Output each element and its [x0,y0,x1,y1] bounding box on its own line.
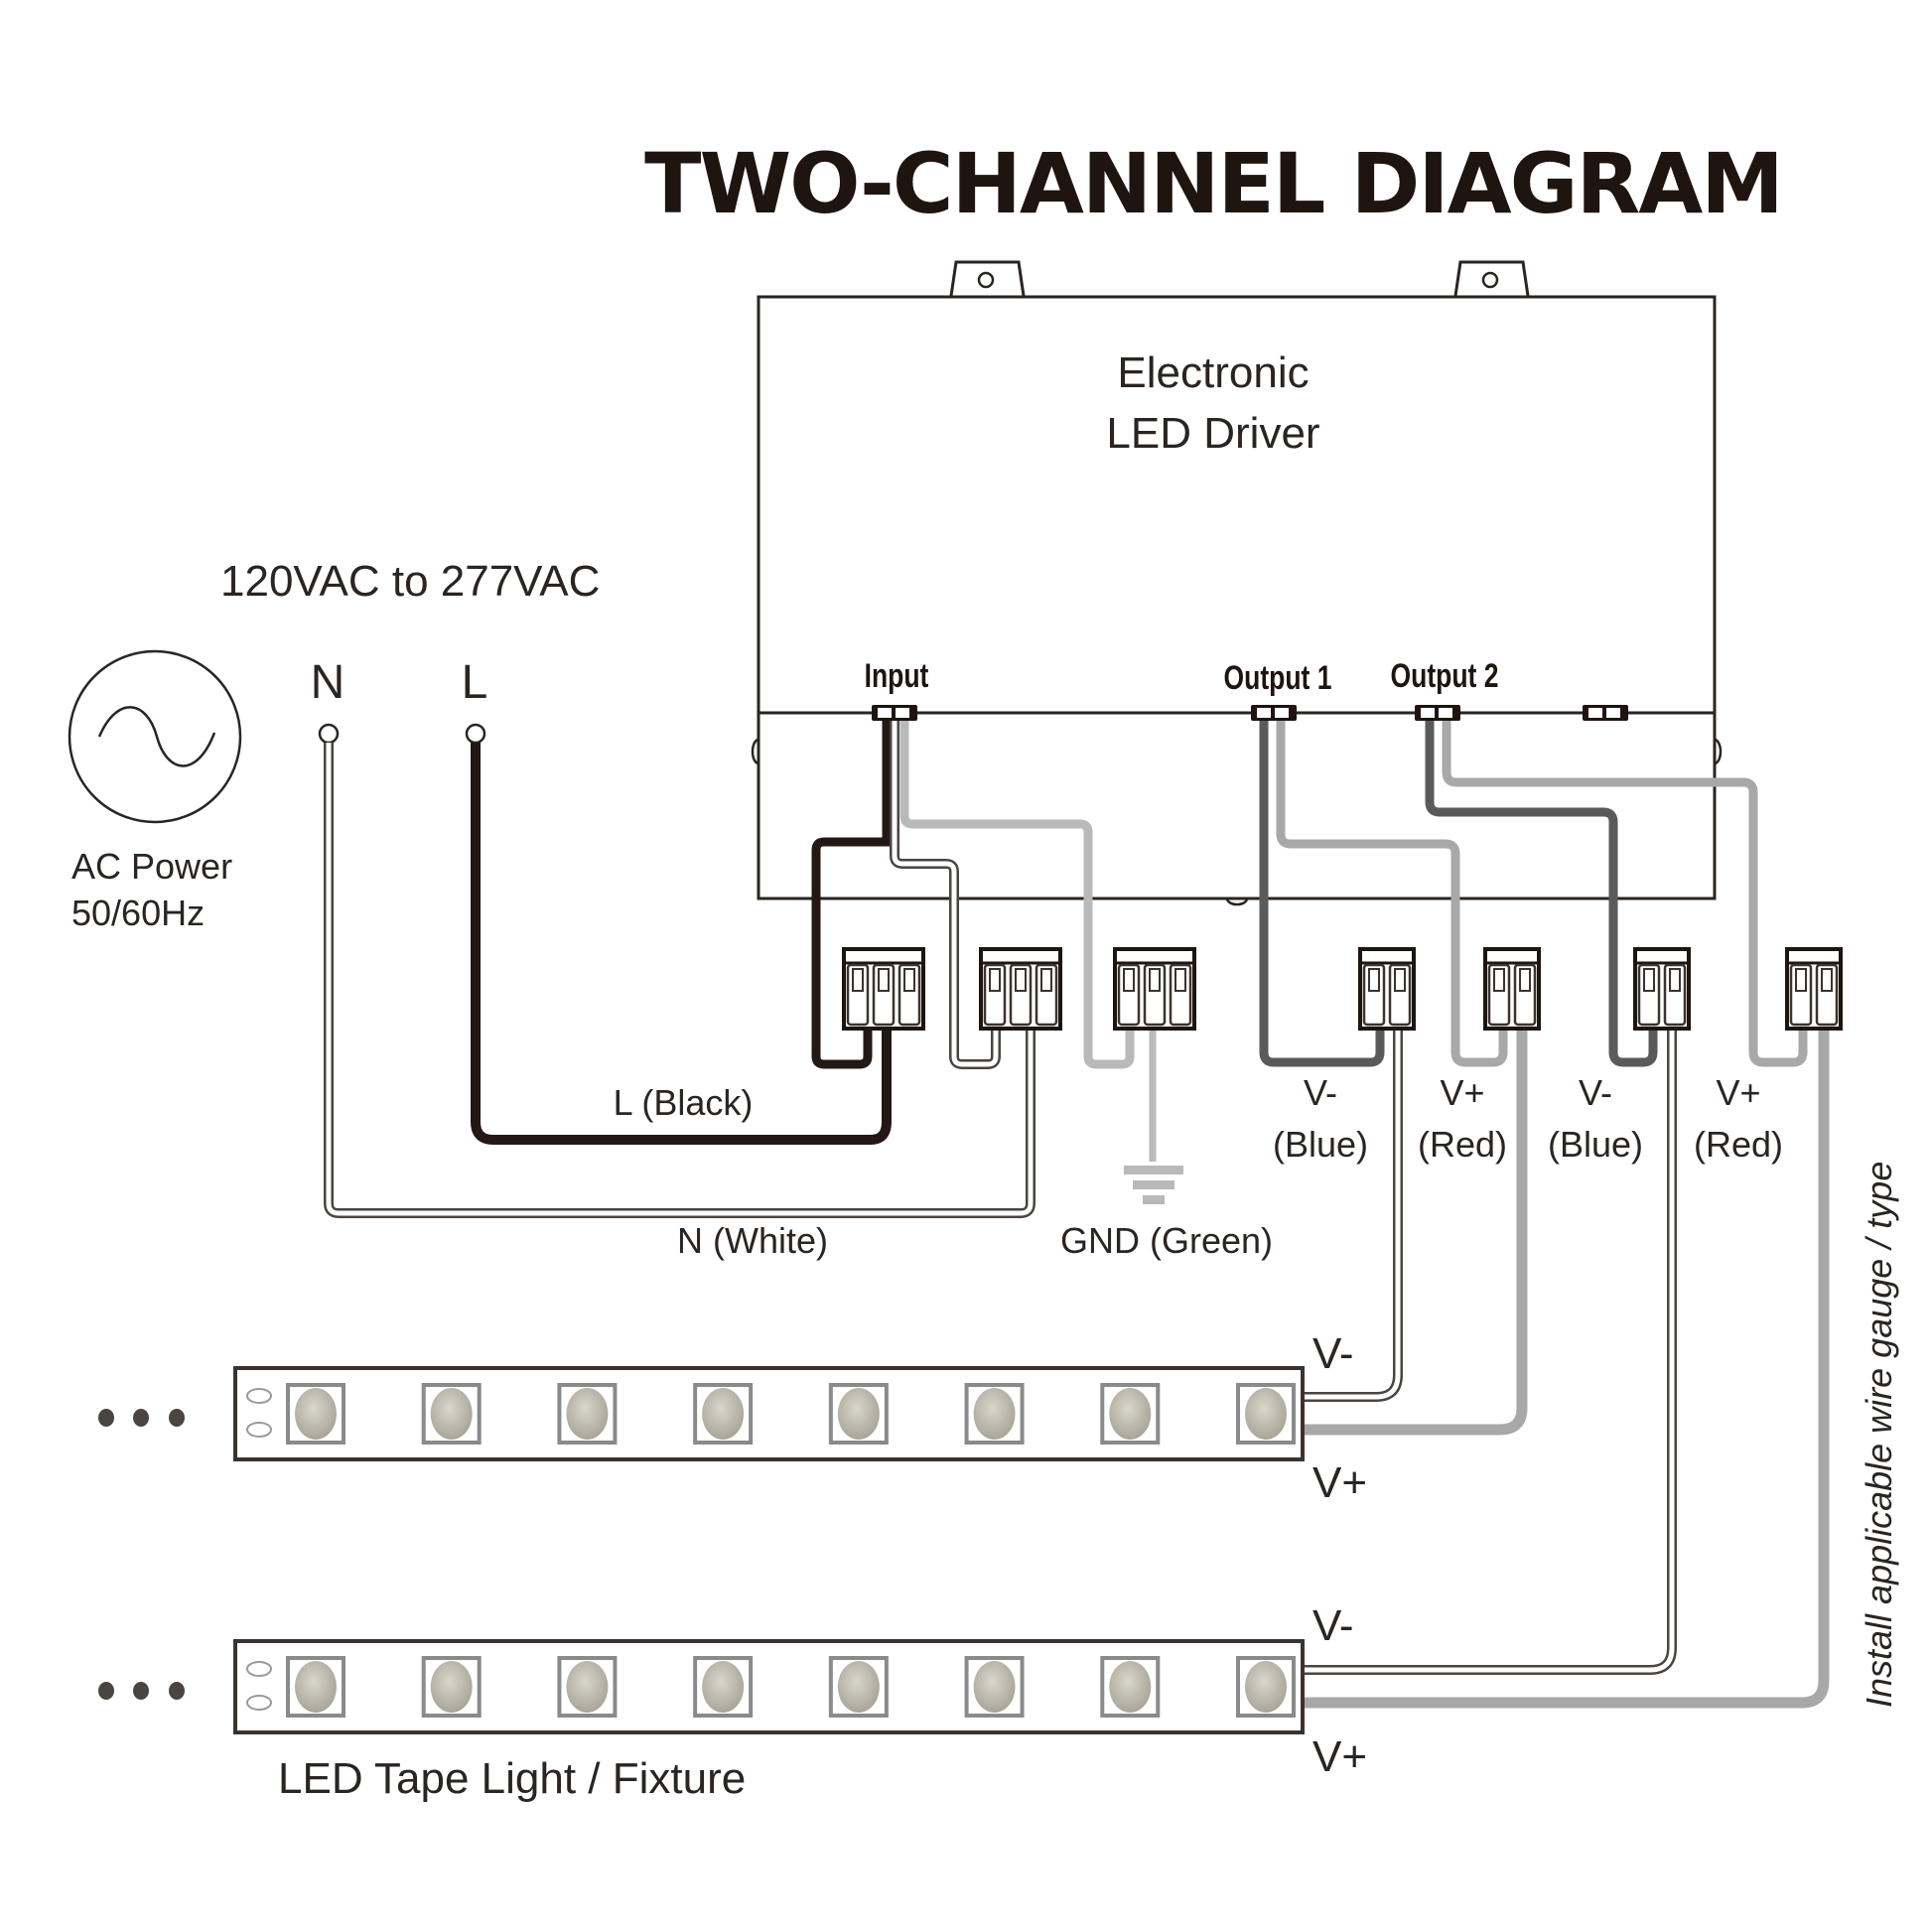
side-latch-right [1714,738,1723,765]
led-chip [1100,1656,1161,1718]
ac-frequency-label: 50/60Hz [71,893,205,933]
led-strip-1 [233,1366,1305,1461]
output1-connector-label: Output 1 [1224,659,1332,697]
line-wire [471,743,892,1145]
ground-symbol-icon [1124,1166,1183,1204]
spare-connector [1583,705,1628,721]
neutral-terminal-block [979,947,1062,1031]
line-pin-label: L [462,656,488,709]
ch2-positive-label: V+ [1716,1072,1760,1113]
mounting-tab-left [949,260,1026,297]
led-strip-2 [233,1639,1305,1734]
continuation-dots-icon [98,1682,185,1700]
fixture-label: LED Tape Light / Fixture [278,1754,746,1803]
ch1-positive-lead [1276,721,1508,1067]
wire-gauge-note: Install applicable wire gauge / type [1859,1162,1899,1708]
ch2-negative-label: V- [1579,1072,1612,1113]
ch2-positive-terminal-block [1785,947,1843,1031]
led-chip [964,1656,1025,1718]
led-driver: Electronic LED Driver Input Output 1 Out… [751,260,1723,906]
led-chip [1236,1656,1296,1718]
neutral-wire-label: N (White) [677,1220,828,1261]
ch1-positive-color-label: (Red) [1418,1124,1507,1165]
terminal-blocks [842,947,1843,1031]
solder-pad [246,1388,272,1404]
continuation-dots-icon [98,1409,185,1427]
strip1-negative-wire [1303,1029,1401,1400]
ch2-negative-terminal-block [1633,947,1691,1031]
led-chip [421,1656,482,1718]
sine-wave-icon [97,706,216,767]
ac-source-circle [68,649,242,824]
mounting-hole-left [977,271,995,289]
ch1-positive-label: V+ [1440,1072,1484,1113]
led-chip [964,1383,1025,1445]
led-chip [693,1656,754,1718]
led-strips [98,1366,1305,1734]
led-chip [557,1656,618,1718]
strip2-negative-terminal-label: V- [1312,1601,1354,1650]
line-wire-label: L (Black) [614,1082,754,1123]
neutral-wire [326,743,1034,1216]
led-chip [1100,1383,1161,1445]
ground-terminal-block [1113,947,1196,1031]
led-chip [557,1383,618,1445]
voltage-range-label: 120VAC to 277VAC [220,557,600,606]
strip1-positive-wire [1303,1029,1528,1436]
input-connector [872,705,917,721]
ch1-negative-label: V- [1304,1072,1337,1113]
ground-wire-label: GND (Green) [1060,1220,1273,1261]
side-latch-left [751,738,759,765]
led-chip [693,1383,754,1445]
driver-neutral-lead [892,721,999,1067]
ch2-negative-color-label: (Blue) [1548,1124,1643,1165]
mounting-hole-right [1481,271,1499,289]
solder-pad [246,1422,272,1438]
led-chip [828,1656,889,1718]
bottom-latch [1225,897,1249,906]
strip2-negative-wire [1303,1029,1675,1673]
driver-label-line1: Electronic [1117,348,1309,397]
strip1-negative-terminal-label: V- [1312,1329,1354,1378]
led-chip [286,1656,345,1718]
mounting-tab-right [1453,260,1530,297]
led-chip [828,1383,889,1445]
led-chip [421,1383,482,1445]
strip2-positive-terminal-label: V+ [1312,1732,1367,1781]
diagram-title: TWO-CHANNEL DIAGRAM [644,135,1782,232]
ch1-negative-color-label: (Blue) [1273,1124,1368,1165]
solder-pad [246,1661,272,1677]
ch2-positive-lead [1442,721,1808,1067]
ch1-positive-terminal-block [1483,947,1541,1031]
driver-housing [757,295,1717,900]
ch2-positive-color-label: (Red) [1694,1124,1783,1165]
led-chip [286,1383,345,1445]
ch1-negative-terminal-block [1358,947,1416,1031]
ac-source: 120VAC to 277VAC AC Power 50/60Hz N L [68,557,600,933]
line-terminal-block [842,947,925,1031]
output1-connector [1251,705,1297,721]
driver-ground-lead [899,721,1135,1069]
output2-connector-label: Output 2 [1391,657,1499,695]
strip2-positive-wire [1303,1029,1830,1709]
neutral-pin [318,723,340,745]
ac-power-label: AC Power [71,846,232,887]
ch1-negative-lead [1259,721,1385,1067]
input-connector-label: Input [865,657,929,695]
led-chip [1236,1383,1296,1445]
output2-connector [1415,705,1460,721]
neutral-pin-label: N [311,656,345,709]
line-pin [465,723,486,745]
strip1-positive-terminal-label: V+ [1312,1458,1367,1507]
solder-pad [246,1695,272,1711]
ch2-negative-lead [1425,721,1658,1067]
driver-label-line2: LED Driver [1106,409,1319,458]
driver-line-lead [811,721,892,1069]
